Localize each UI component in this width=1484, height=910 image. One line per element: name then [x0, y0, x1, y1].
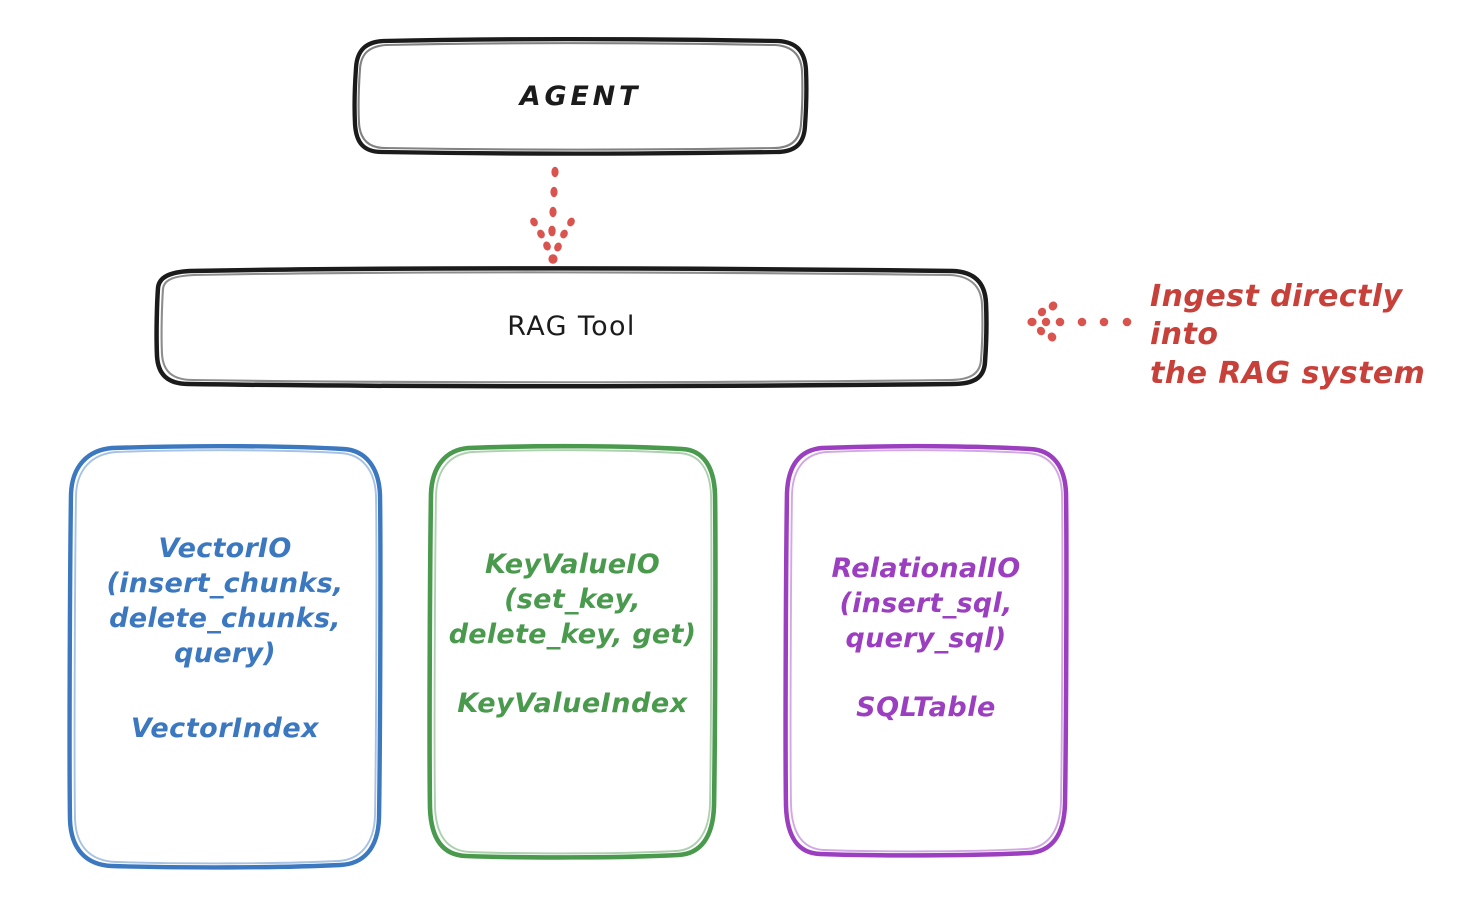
keyvalue-index-label: KeyValueIndex: [457, 688, 688, 720]
ingest-to-ragtool-arrow: [1027, 301, 1132, 342]
relational-store-node[interactable]: RelationalIO (insert_sql, query_sql) SQL…: [786, 447, 1066, 853]
agent-node[interactable]: AGENT: [355, 40, 806, 153]
vector-io-api-label: VectorIO (insert_chunks, delete_chunks, …: [106, 533, 344, 670]
rag-tool-label: RAG Tool: [507, 311, 636, 343]
keyvalue-io-api-label: KeyValueIO (set_key, delete_key, get): [448, 549, 697, 651]
agent-to-ragtool-arrow: [530, 166, 575, 264]
keyvalue-store-node[interactable]: KeyValueIO (set_key, delete_key, get) Ke…: [430, 447, 715, 855]
vector-store-node[interactable]: VectorIO (insert_chunks, delete_chunks, …: [70, 447, 380, 866]
agent-label: AGENT: [519, 80, 642, 112]
rag-tool-node[interactable]: RAG Tool: [157, 270, 986, 384]
relational-io-api-label: RelationalIO (insert_sql, query_sql): [831, 553, 1021, 655]
vector-index-label: VectorIndex: [130, 713, 320, 745]
ingest-annotation-label: Ingest directly into the RAG system: [1150, 279, 1426, 391]
sql-table-label: SQLTable: [856, 692, 996, 724]
